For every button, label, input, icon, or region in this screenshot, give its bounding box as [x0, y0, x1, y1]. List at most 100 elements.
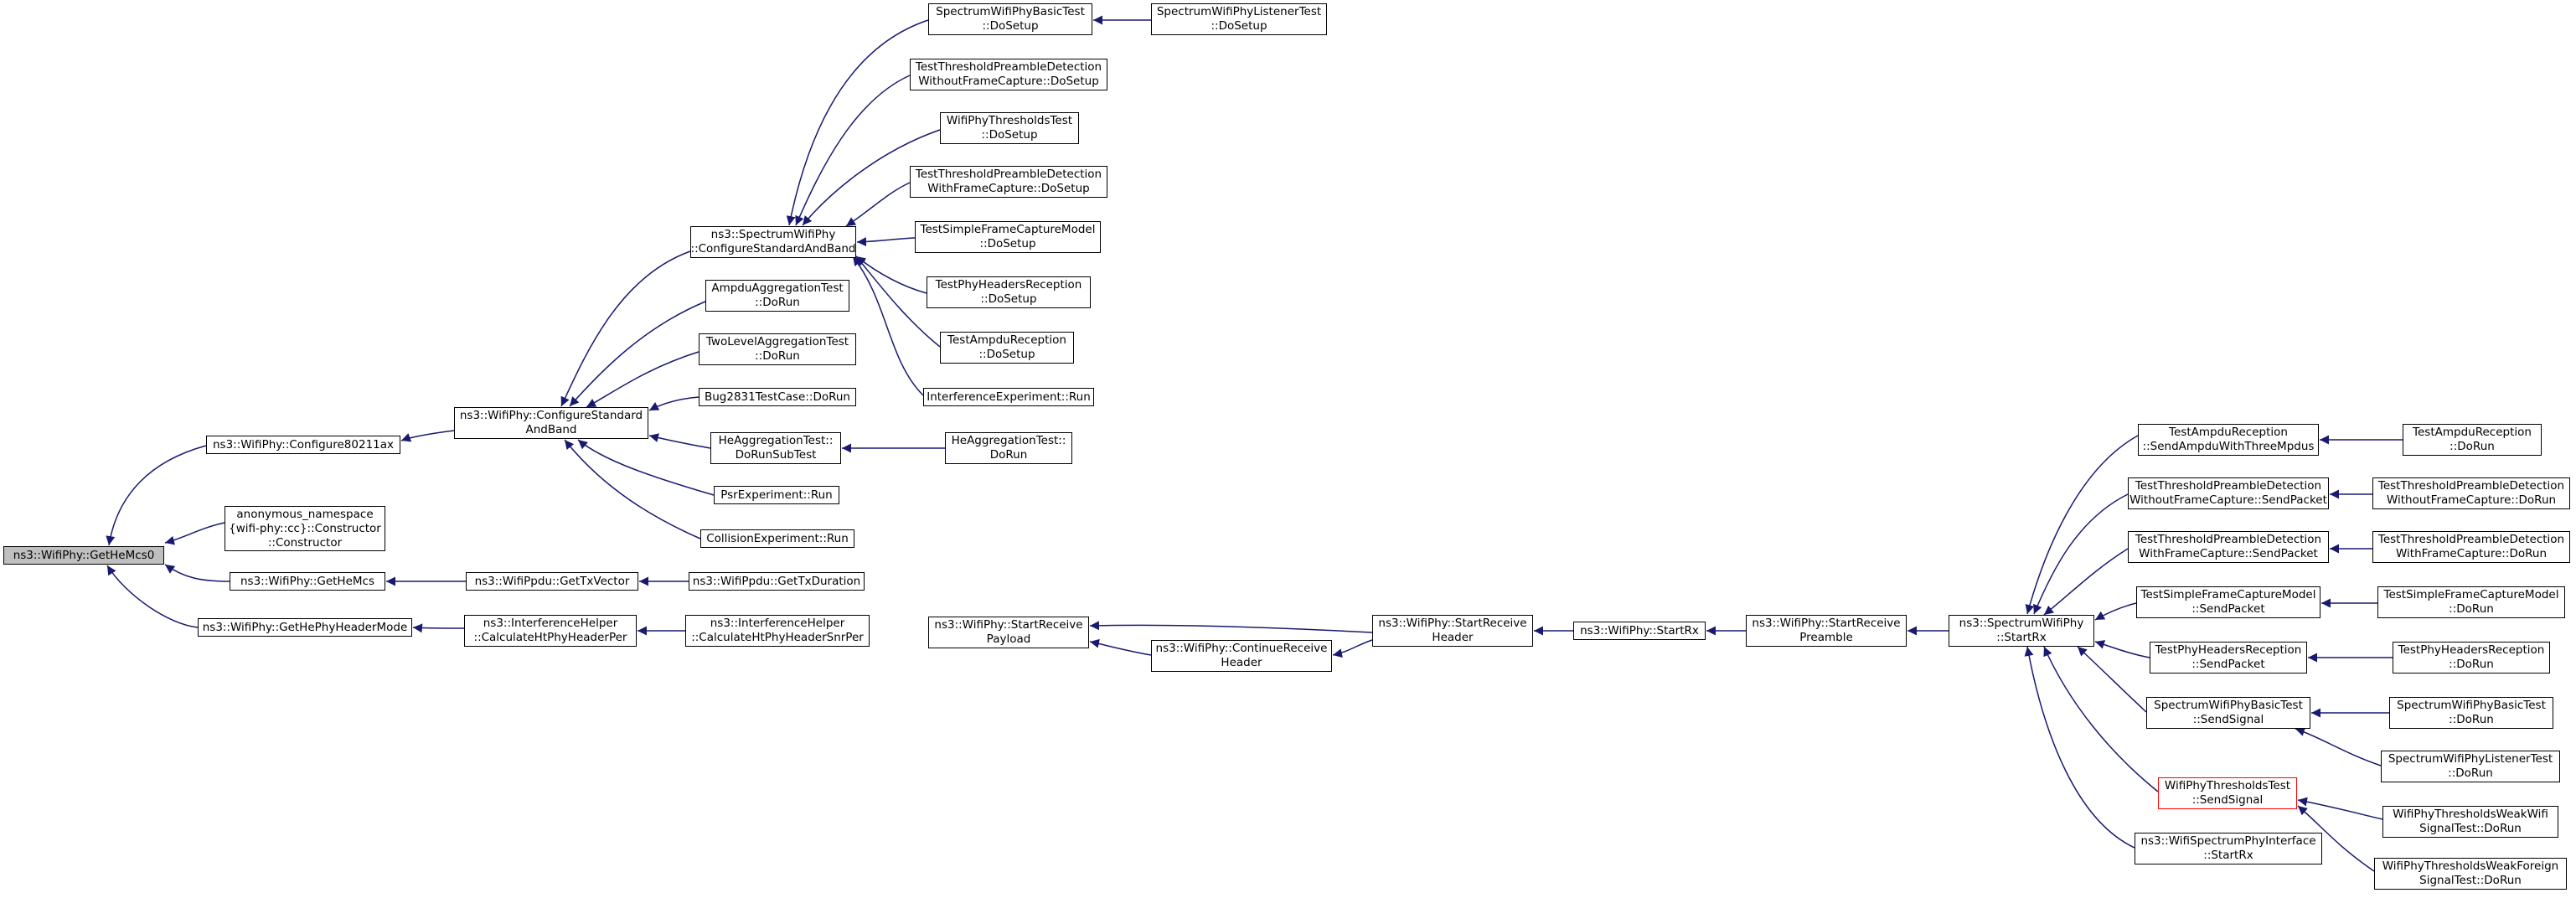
node-spectrum-listener-test-run[interactable]: SpectrumWifiPhyListenerTest ::DoRun: [2381, 751, 2560, 782]
node-label-line: TestSimpleFrameCaptureModel: [2140, 588, 2316, 601]
node-phy-headers-reception-send[interactable]: TestPhyHeadersReception ::SendPacket: [2150, 642, 2307, 674]
node-bug2831-test-case[interactable]: Bug2831TestCase::DoRun: [699, 388, 856, 406]
node-get-tx-vector[interactable]: ns3::WifiPpdu::GetTxVector: [466, 572, 638, 591]
node-spectrum-start-rx[interactable]: ns3::SpectrumWifiPhy ::StartRx: [1949, 615, 2094, 647]
node-spectrum-listener-test-setup[interactable]: SpectrumWifiPhyListenerTest ::DoSetup: [1151, 3, 1327, 35]
node-label-line: ::DoSetup: [1211, 19, 1267, 33]
node-label-line: ns3::WifiPhy::StartRx: [1580, 623, 1699, 637]
node-label-line: TestSimpleFrameCaptureModel: [920, 223, 1096, 236]
node-label-line: WithFrameCapture::SendPacket: [2139, 547, 2318, 560]
node-label-line: TestAmpduReception: [947, 333, 1066, 347]
node-spectrum-configure-standard-and-band[interactable]: ns3::SpectrumWifiPhy ::ConfigureStandard…: [690, 226, 856, 258]
node-start-receive-header[interactable]: ns3::WifiPhy::StartReceive Header: [1372, 615, 1533, 647]
node-label-line: TestAmpduReception: [2169, 426, 2288, 439]
node-label-line: ::DoRun: [2449, 602, 2494, 616]
node-label-line: TestThresholdPreambleDetection: [2377, 533, 2565, 546]
node-threshold-preamble-capture-send[interactable]: TestThresholdPreambleDetection WithFrame…: [2128, 531, 2329, 563]
node-label-line: ns3::WifiSpectrumPhyInterface: [2140, 834, 2316, 848]
node-label-line: ::SendPacket: [2191, 658, 2265, 671]
node-label-line: WifiPhyThresholdsWeakForeign: [2382, 859, 2559, 873]
node-label-line: WithoutFrameCapture::SendPacket: [2129, 493, 2327, 507]
node-start-receive-payload[interactable]: ns3::WifiPhy::StartReceive Payload: [928, 617, 1089, 648]
node-get-he-phy-header-mode[interactable]: ns3::WifiPhy::GetHePhyHeaderMode: [198, 618, 412, 637]
node-label-line: ::StartRx: [2203, 849, 2253, 862]
call-edge: [786, 19, 929, 226]
node-calculate-ht-phy-header-per[interactable]: ns3::InterferenceHelper ::CalculateHtPhy…: [464, 615, 637, 647]
node-collision-experiment[interactable]: CollisionExperiment::Run: [700, 529, 854, 548]
node-ampdu-reception-setup[interactable]: TestAmpduReception ::DoSetup: [940, 332, 1074, 364]
node-he-aggregation-do-run[interactable]: HeAggregationTest:: DoRun: [945, 432, 1072, 464]
node-label-line: WifiPhyThresholdsTest: [2164, 779, 2291, 792]
node-simple-frame-capture-setup[interactable]: TestSimpleFrameCaptureModel ::DoSetup: [915, 221, 1101, 253]
node-label-line: WithoutFrameCapture::DoSetup: [918, 75, 1099, 88]
node-calculate-ht-phy-header-snr-per[interactable]: ns3::InterferenceHelper ::CalculateHtPhy…: [685, 615, 870, 647]
call-edge: [852, 255, 924, 396]
node-he-aggregation-do-run-subtest[interactable]: HeAggregationTest:: DoRunSubTest: [710, 432, 841, 464]
node-wifi-phy-thresholds-test-setup[interactable]: WifiPhyThresholdsTest ::DoSetup: [940, 112, 1079, 144]
node-threshold-preamble-no-capture-send[interactable]: TestThresholdPreambleDetection WithoutFr…: [2128, 477, 2329, 509]
node-simple-frame-capture-send[interactable]: TestSimpleFrameCaptureModel ::SendPacket: [2136, 586, 2320, 618]
node-two-level-aggregation-test[interactable]: TwoLevelAggregationTest ::DoRun: [699, 333, 856, 365]
node-get-tx-duration[interactable]: ns3::WifiPpdu::GetTxDuration: [689, 572, 865, 591]
node-configure-80211ax[interactable]: ns3::WifiPhy::Configure80211ax: [206, 436, 400, 454]
node-ampdu-reception-run[interactable]: TestAmpduReception ::DoRun: [2403, 424, 2542, 456]
node-label-line: ::CalculateHtPhyHeaderPer: [473, 631, 627, 644]
node-simple-frame-capture-run[interactable]: TestSimpleFrameCaptureModel ::DoRun: [2377, 586, 2565, 618]
node-label-line: Header: [1221, 656, 1262, 669]
node-label-line: TestPhyHeadersReception: [935, 278, 1082, 292]
node-psr-experiment[interactable]: PsrExperiment::Run: [714, 486, 839, 504]
node-ampdu-reception-send[interactable]: TestAmpduReception ::SendAmpduWithThreeM…: [2138, 424, 2319, 456]
node-label-line: ns3::WifiPhy::StartReceive: [934, 618, 1083, 632]
node-interference-experiment[interactable]: InterferenceExperiment::Run: [923, 388, 1094, 406]
node-threshold-preamble-no-capture-run[interactable]: TestThresholdPreambleDetection WithoutFr…: [2372, 477, 2570, 509]
node-label-line: ::DoRun: [755, 296, 800, 309]
node-label-line: ::SendPacket: [2191, 602, 2265, 616]
call-edge: [2043, 548, 2129, 616]
node-spectrum-basic-test-send-signal[interactable]: SpectrumWifiPhyBasicTest ::SendSignal: [2146, 697, 2310, 729]
node-spectrum-basic-test-run[interactable]: SpectrumWifiPhyBasicTest ::DoRun: [2389, 697, 2553, 729]
node-start-receive-preamble[interactable]: ns3::WifiPhy::StartReceive Preamble: [1746, 615, 1907, 647]
node-configure-standard-and-band[interactable]: ns3::WifiPhy::ConfigureStandard AndBand: [454, 407, 648, 439]
node-label-line: TestThresholdPreambleDetection: [2377, 479, 2565, 493]
node-label-line: ::Constructor: [267, 535, 343, 550]
node-label-line: ns3::InterferenceHelper: [710, 617, 845, 630]
node-thresholds-weak-foreign-signal-run[interactable]: WifiPhyThresholdsWeakForeign SignalTest:…: [2374, 858, 2567, 890]
node-phy-headers-reception-setup[interactable]: TestPhyHeadersReception ::DoSetup: [927, 276, 1091, 308]
node-label-line: ::DoSetup: [978, 348, 1035, 361]
call-edge: [2297, 797, 2383, 820]
call-edge: [569, 301, 706, 407]
node-label-line: PsrExperiment::Run: [720, 488, 833, 502]
node-label-line: TestAmpduReception: [2413, 426, 2532, 439]
node-label-line: ns3::WifiPpdu::GetTxVector: [474, 574, 630, 588]
node-label-line: ::DoRun: [2449, 713, 2494, 726]
call-edge: [577, 439, 715, 496]
node-spectrum-basic-test-setup[interactable]: SpectrumWifiPhyBasicTest ::DoSetup: [928, 3, 1092, 35]
node-continue-receive-header[interactable]: ns3::WifiPhy::ContinueReceive Header: [1151, 640, 1332, 672]
node-label-line: ::DoRun: [2449, 658, 2494, 671]
node-label-line: ns3::WifiPhy::StartReceive: [1752, 617, 1901, 630]
node-get-he-mcs[interactable]: ns3::WifiPhy::GetHeMcs: [230, 572, 385, 591]
node-start-rx[interactable]: ns3::WifiPhy::StartRx: [1573, 622, 1706, 640]
node-threshold-preamble-no-capture-setup[interactable]: TestThresholdPreambleDetection WithoutFr…: [910, 59, 1107, 90]
node-label-line: AndBand: [525, 423, 577, 436]
node-label-line: ns3::WifiPhy::GetHeMcs: [240, 574, 374, 588]
node-label-line: ::DoSetup: [979, 237, 1036, 250]
node-threshold-preamble-capture-setup[interactable]: TestThresholdPreambleDetection WithFrame…: [910, 166, 1107, 198]
node-label-line: TwoLevelAggregationTest: [705, 335, 849, 348]
node-label-line: TestPhyHeadersReception: [2155, 643, 2302, 657]
node-wifi-phy-thresholds-test-send-signal[interactable]: WifiPhyThresholdsTest ::SendSignal: [2158, 777, 2297, 809]
node-label-line: Bug2831TestCase::DoRun: [704, 390, 850, 404]
node-spectrum-phy-interface-start-rx[interactable]: ns3::WifiSpectrumPhyInterface ::StartRx: [2135, 833, 2322, 864]
node-label-line: Payload: [986, 632, 1031, 646]
node-label-line: HeAggregationTest::: [718, 434, 834, 447]
node-label-line: ns3::InterferenceHelper: [483, 617, 618, 630]
node-ampdu-aggregation-test[interactable]: AmpduAggregationTest ::DoRun: [705, 280, 849, 312]
node-label-line: Preamble: [1799, 631, 1853, 644]
node-label-line: {wifi-phy::cc}::Constructor: [229, 521, 381, 535]
node-thresholds-weak-wifi-signal-run[interactable]: WifiPhyThresholdsWeakWifi SignalTest::Do…: [2382, 806, 2558, 838]
node-phy-headers-reception-run[interactable]: TestPhyHeadersReception ::DoRun: [2393, 642, 2550, 674]
node-anonymous-constructor[interactable]: anonymous_namespace {wifi-phy::cc}::Cons…: [225, 506, 385, 551]
node-threshold-preamble-capture-run[interactable]: TestThresholdPreambleDetection WithFrame…: [2372, 531, 2570, 563]
call-edge: [106, 445, 207, 546]
